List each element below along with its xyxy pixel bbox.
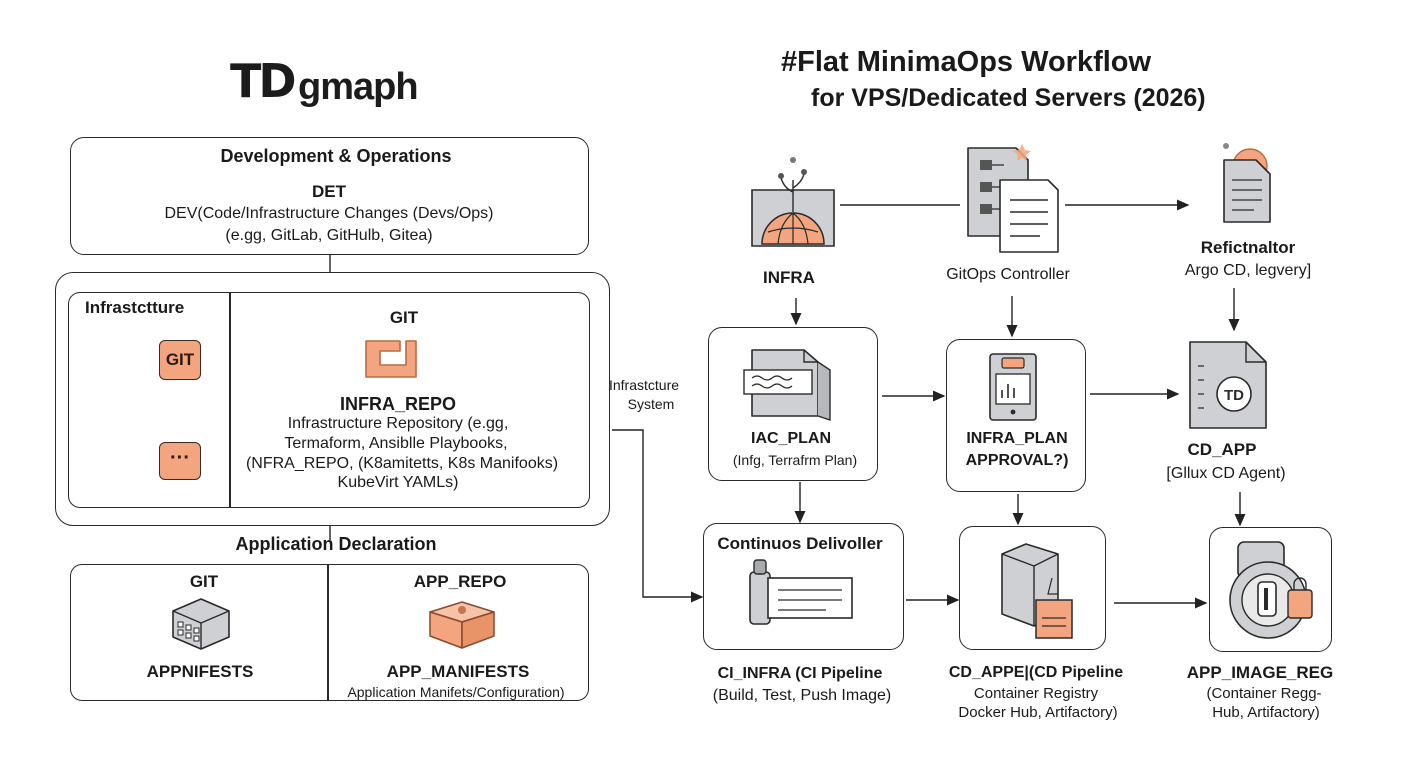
app-image-reg-line2: (Container Regg- bbox=[1206, 685, 1322, 702]
cd-app-document-icon: TD bbox=[1189, 341, 1267, 429]
git-badge-label: GIT bbox=[165, 350, 195, 369]
app-left-title: GIT bbox=[189, 572, 219, 591]
app-right-label: APP_MANIFESTS bbox=[386, 662, 530, 681]
git-badge: GIT bbox=[159, 340, 201, 380]
infra-repo-line2: Termaform, Ansiblle Playbooks, bbox=[284, 435, 508, 452]
reconciler-document-icon bbox=[1223, 143, 1271, 223]
infra-plan-line1: INFRA_PLAN bbox=[966, 430, 1068, 447]
git-branch-icon bbox=[365, 340, 417, 378]
app-right-sub: Application Manifets/Configuration) bbox=[347, 684, 565, 700]
logo-mark: TD bbox=[230, 54, 297, 108]
iac-plan-sub: (Infg, Terrafrm Plan) bbox=[732, 452, 858, 468]
app-image-reg-line3: Hub, Artifactory) bbox=[1212, 704, 1320, 721]
pipeline-scroll-icon bbox=[749, 559, 853, 625]
infra-repo-line4: KubeVirt YAMLs) bbox=[337, 474, 459, 491]
ci-infra-line2: (Build, Test, Push Image) bbox=[712, 687, 892, 704]
cd-appe-line1: CD_APPE|(CD Pipeline bbox=[948, 664, 1124, 681]
dots-badge-label: ··· bbox=[170, 447, 190, 469]
infra-divider bbox=[229, 293, 231, 507]
infra-panel-heading: Infrastctture bbox=[85, 298, 185, 317]
dev-ops-subheading: DET bbox=[312, 182, 346, 201]
infra-git-label: GIT bbox=[389, 308, 419, 327]
app-decl-divider bbox=[327, 565, 329, 700]
app-left-label: APPNIFESTS bbox=[146, 662, 254, 681]
app-right-title: APP_REPO bbox=[413, 572, 507, 591]
ci-infra-text: CI_INFRA (CI Pipeline bbox=[717, 665, 883, 682]
dev-ops-line1: DEV(Code/Infrastructure Changes (Devs/Op… bbox=[164, 205, 494, 222]
ci-infra-line1: CI_INFRA (CI Pipeline bbox=[718, 665, 883, 683]
cd-box-title: Continuos Delivoller bbox=[717, 534, 883, 553]
reconciler-line1: Refictnaltor bbox=[1200, 238, 1296, 257]
dev-ops-heading: Development & Operations bbox=[220, 146, 452, 166]
diagram-subtitle: for VPS/Dedicated Servers (2026) bbox=[811, 84, 1206, 112]
image-registry-gear-icon bbox=[1229, 541, 1313, 639]
infra-repo-line3: (NFRA_REPO, (K8amitetts, K8s Manifooks) bbox=[245, 455, 559, 472]
logo-wordmark: gmaph bbox=[298, 66, 419, 108]
dev-ops-box bbox=[70, 137, 589, 255]
cd-app-title: CD_APP bbox=[1187, 440, 1257, 459]
app-decl-heading: Application Declaration bbox=[235, 534, 437, 554]
server-tower-icon bbox=[989, 353, 1037, 421]
iac-plan-machine-icon bbox=[743, 349, 831, 421]
diagram-title: #Flat MinimaOps Workflow bbox=[781, 46, 1152, 78]
package-box-icon bbox=[429, 601, 495, 649]
server-cube-icon bbox=[172, 598, 230, 650]
dots-badge: ··· bbox=[159, 442, 201, 480]
infra-repo-line1: Infrastructure Repository (e.gg, bbox=[287, 415, 509, 432]
cd-app-logo-text: TD bbox=[1224, 387, 1244, 404]
dev-ops-line2: (e.gg, GitLab, GitHulb, Gitea) bbox=[225, 227, 433, 244]
side-label-line1: Infrastcture bbox=[608, 377, 680, 393]
infra-repo-title: INFRA_REPO bbox=[339, 394, 457, 414]
infra-label: INFRA bbox=[763, 268, 815, 287]
container-registry-icon bbox=[1001, 543, 1073, 639]
app-image-reg-line1: APP_IMAGE_REG bbox=[1186, 663, 1334, 682]
cd-appe-line3: Docker Hub, Artifactory) bbox=[958, 704, 1118, 721]
infra-plan-line2: APPROVAL?) bbox=[965, 452, 1069, 469]
infra-globe-icon bbox=[751, 157, 835, 247]
reconciler-line2: Argo CD, legvery] bbox=[1184, 262, 1312, 279]
cd-appe-line2: Container Registry bbox=[973, 685, 1099, 702]
cd-app-sub: [Gllux CD Agent) bbox=[1166, 465, 1286, 482]
app-decl-box bbox=[70, 564, 589, 701]
side-label-line2: System bbox=[627, 396, 675, 412]
iac-plan-title: IAC_PLAN bbox=[750, 430, 832, 447]
gitops-documents-icon bbox=[967, 144, 1059, 253]
infra-inner-box bbox=[68, 292, 590, 508]
gitops-label: GitOps Controller bbox=[946, 266, 1070, 283]
